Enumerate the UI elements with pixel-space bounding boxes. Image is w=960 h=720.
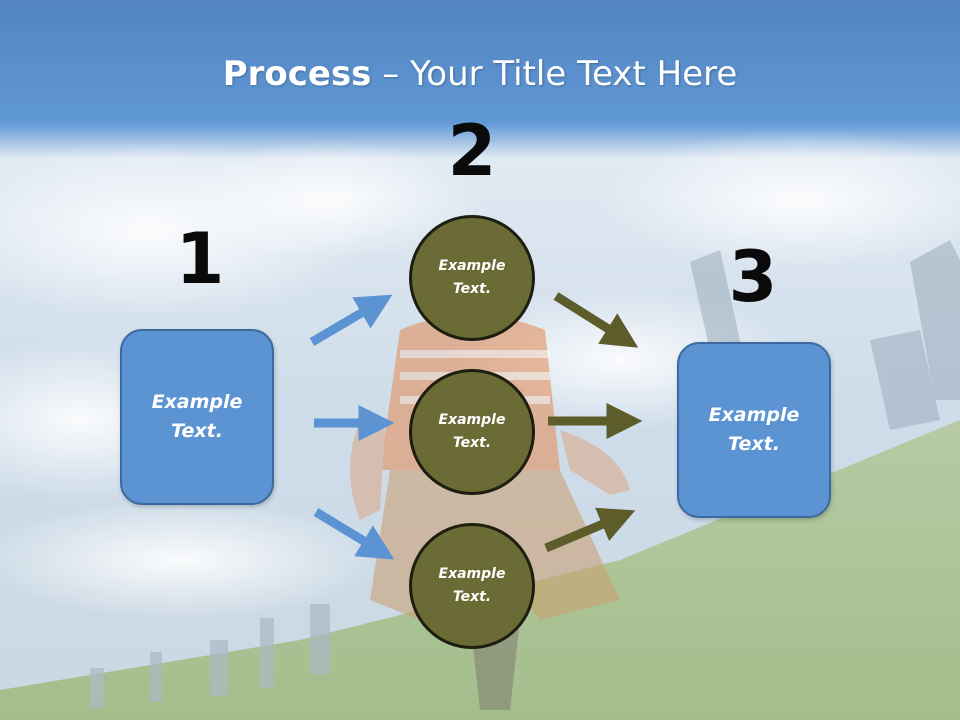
- circle-middle-text: Example Text.: [438, 412, 506, 451]
- circle-top-text: Example Text.: [438, 258, 506, 297]
- right-box-text: Example Text.: [708, 404, 800, 455]
- step-number-1: 1: [175, 218, 225, 300]
- right-process-box: Example Text.: [677, 342, 831, 518]
- circle-top: Example Text.: [409, 215, 535, 341]
- arrow-bottom-to-right: [544, 507, 636, 553]
- left-box-text: Example Text.: [151, 391, 243, 442]
- circle-bottom: Example Text.: [409, 523, 535, 649]
- circle-bottom-text: Example Text.: [438, 566, 506, 605]
- step-number-2: 2: [447, 110, 497, 192]
- step-number-3: 3: [728, 236, 778, 318]
- left-process-box: Example Text.: [120, 329, 274, 505]
- title-bold: Process: [222, 54, 372, 94]
- title-rest: – Your Title Text Here: [371, 54, 738, 94]
- arrow-top-to-right: [553, 292, 639, 348]
- circle-middle: Example Text.: [409, 369, 535, 495]
- arrow-left-to-bottom: [313, 508, 395, 560]
- slide-title: Process – Your Title Text Here: [0, 52, 960, 96]
- arrow-left-to-top: [309, 294, 393, 346]
